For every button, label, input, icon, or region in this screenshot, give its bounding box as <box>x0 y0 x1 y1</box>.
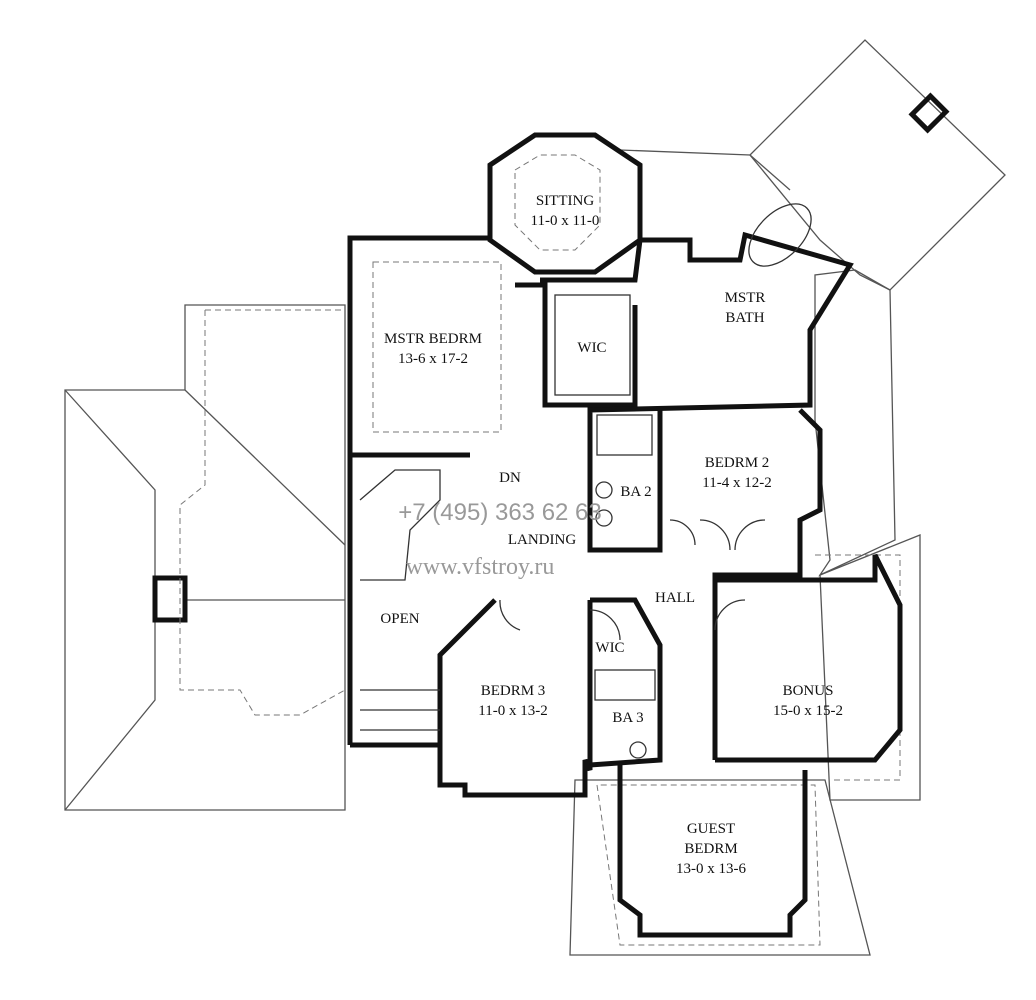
room-bonus-name: BONUS <box>783 683 834 699</box>
room-guest-bedrm-line2: BEDRM <box>684 841 737 857</box>
room-guest-bedrm-size: 13-0 x 13-6 <box>676 861 746 877</box>
stair-dn-label: DN <box>499 470 521 486</box>
fixtures-and-details <box>359 203 812 759</box>
room-bedrm3-name: BEDRM 3 <box>481 683 546 699</box>
room-open-name: OPEN <box>380 611 419 627</box>
room-bedrm2-size: 11-4 x 12-2 <box>702 475 771 491</box>
room-ba3-name: BA 3 <box>612 710 643 726</box>
room-sitting-size: 11-0 x 11-0 <box>531 213 600 229</box>
room-wic-2-name: WIC <box>595 640 624 656</box>
room-bedrm2-name: BEDRM 2 <box>705 455 770 471</box>
roof-outlines <box>64 39 1006 956</box>
dashed-outlines <box>179 154 901 946</box>
room-bonus-size: 15-0 x 15-2 <box>773 703 843 719</box>
room-mstr-bath-line2: BATH <box>725 310 764 326</box>
room-labels: SITTING 11-0 x 11-0 MSTR BEDRM 13-6 x 17… <box>380 193 843 877</box>
room-hall-name: HALL <box>655 590 695 606</box>
watermark-phone: +7 (495) 363 62 63 <box>398 499 602 526</box>
room-guest-bedrm-line1: GUEST <box>687 821 735 837</box>
watermark: +7 (495) 363 62 63 www.vfstroy.ru <box>398 499 602 580</box>
room-sitting-name: SITTING <box>536 193 594 209</box>
room-wic-master-name: WIC <box>577 340 606 356</box>
room-ba2-name: BA 2 <box>620 484 651 500</box>
room-bedrm3-size: 11-0 x 13-2 <box>478 703 547 719</box>
room-landing-name: LANDING <box>508 532 576 548</box>
room-mstr-bath-line1: MSTR <box>725 290 766 306</box>
watermark-url: www.vfstroy.ru <box>406 554 555 580</box>
walls <box>347 132 903 938</box>
room-mstr-bedrm-size: 13-6 x 17-2 <box>398 351 468 367</box>
room-mstr-bedrm-name: MSTR BEDRM <box>384 331 482 347</box>
